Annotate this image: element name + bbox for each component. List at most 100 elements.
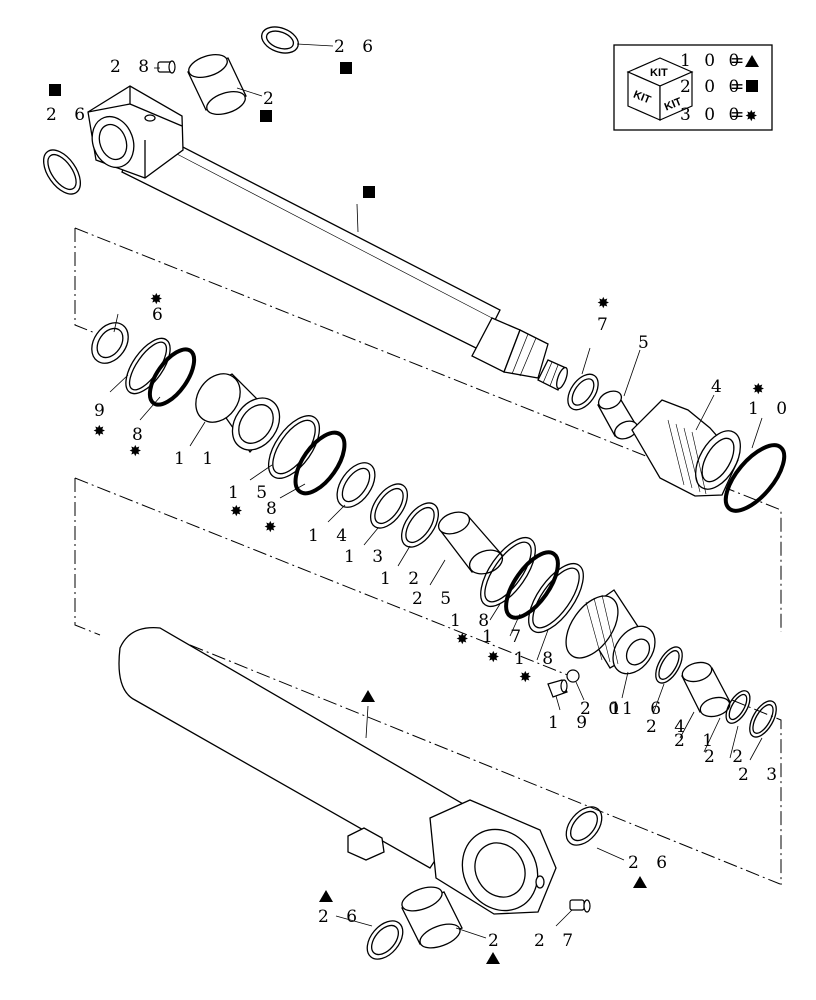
square-marker	[49, 84, 61, 96]
bushing-21	[681, 661, 731, 718]
star-marker: ✸	[150, 290, 163, 308]
kit-cube-icon	[626, 57, 694, 121]
callout-4: 4	[711, 377, 728, 397]
bushing-top	[187, 54, 247, 115]
callout-26-top: 2 6	[334, 37, 379, 57]
seal-ring-bottom-right	[565, 806, 603, 846]
seal-ring-22	[725, 690, 751, 724]
callout-28: 2 8	[110, 57, 155, 77]
callout-25: 2 5	[412, 589, 457, 609]
seal-ring-top	[261, 26, 299, 54]
callout-24: 2 4	[646, 717, 691, 737]
wear-ring-11	[195, 373, 281, 454]
star-markers: ✸ ✸ ✸ ✸ ✸ ✸ ✸ ✸ ✸ ✸	[93, 290, 765, 686]
star-marker: ✸	[93, 422, 106, 440]
callout-10: 1 0	[748, 399, 793, 419]
kit-legend-code-300: 3 0 0	[680, 105, 743, 125]
o-ring-8-left	[147, 347, 197, 407]
triangle-marker	[319, 890, 333, 902]
star-marker: ✸	[129, 442, 142, 460]
star-marker: ✸	[752, 380, 765, 398]
callout-18-a: 1 8	[450, 611, 495, 631]
callout-18-b: 1 8	[514, 649, 559, 669]
o-ring-17	[504, 550, 560, 620]
seal-ring-6	[91, 322, 129, 364]
callout-14: 1 4	[308, 526, 353, 546]
star-marker: ✸	[456, 630, 469, 648]
triangle-marker	[486, 952, 500, 964]
kit-cube-top-text: KIT	[650, 67, 668, 79]
callout-17: 1 7	[482, 627, 527, 647]
callout-26-left: 2 6	[46, 105, 91, 125]
callout-20: 2 0	[580, 699, 625, 719]
square-marker	[260, 110, 272, 122]
seal-ring-bottom-left	[366, 920, 404, 960]
callout-labels: 2 6 2 8 2 2 6 6 9 8 1 1 1 5 8 1 4 1 3 1 …	[46, 37, 793, 951]
square-marker	[363, 186, 375, 198]
piston-rod	[87, 85, 568, 391]
callout-7: 7	[597, 315, 614, 335]
star-marker: ✸	[519, 668, 532, 686]
callout-6: 6	[152, 305, 169, 325]
callout-19: 1 9	[548, 713, 593, 733]
backup-ring-9	[125, 337, 171, 395]
kit-legend-equals: =	[730, 51, 748, 71]
kit-legend-code-100: 1 0 0	[680, 51, 743, 71]
ball-20	[566, 669, 580, 683]
seal-ring-12	[400, 502, 440, 548]
bushing-bottom	[401, 886, 463, 949]
square-marker	[340, 62, 352, 74]
kit-legend-square	[746, 80, 758, 92]
callout-9: 9	[94, 401, 111, 421]
gland-head-4	[631, 399, 741, 497]
bushing-5	[597, 390, 639, 440]
callout-27: 2 7	[534, 931, 579, 951]
callout-22: 2 2	[704, 747, 749, 767]
callout-2-bottom: 2	[488, 931, 505, 951]
callout-23: 2 3	[738, 765, 783, 785]
callout-2-top: 2	[263, 89, 280, 109]
callout-8-mid: 8	[266, 499, 283, 519]
kit-legend: KIT KIT KIT 1 0 0 = 2 0 0 = 3 0 0 = ✸	[613, 44, 773, 131]
seal-ring-14	[336, 462, 376, 508]
leader-lines	[109, 43, 763, 939]
grease-nipple-bottom	[569, 899, 591, 913]
seal-ring-23	[749, 700, 777, 738]
star-marker: ✸	[264, 518, 277, 536]
callout-15: 1 5	[228, 483, 273, 503]
callout-11: 1 1	[174, 449, 219, 469]
callout-16: 1 6	[622, 699, 667, 719]
callout-8-left: 8	[132, 425, 149, 445]
callout-26-right: 2 6	[628, 853, 673, 873]
snap-ring-24	[655, 646, 683, 684]
seal-ring-7	[567, 373, 599, 411]
callout-12: 1 2	[380, 569, 425, 589]
callout-13: 1 3	[344, 547, 389, 567]
kit-markers	[49, 62, 647, 964]
triangle-marker	[361, 690, 375, 702]
kit-legend-code-200: 2 0 0	[680, 77, 743, 97]
o-ring-10	[723, 443, 787, 513]
triangle-marker	[633, 876, 647, 888]
callout-5: 5	[638, 333, 655, 353]
o-ring-8-mid	[293, 430, 347, 496]
kit-legend-equals: =	[730, 105, 748, 125]
callout-26-bottom: 2 6	[318, 907, 363, 927]
seal-ring-18-a	[480, 536, 536, 608]
callout-21: 2 1	[674, 731, 719, 751]
cylinder-tube	[118, 627, 557, 915]
kit-legend-star: ✸	[745, 107, 758, 125]
seal-ring-18-b	[528, 562, 584, 634]
set-screw-19	[547, 679, 568, 698]
seal-ring-left	[42, 149, 82, 195]
kit-legend-equals: =	[730, 77, 748, 97]
kit-legend-triangle	[745, 55, 759, 67]
callout-1: 1	[610, 699, 627, 719]
phantom-lines	[74, 227, 782, 885]
star-marker: ✸	[487, 648, 500, 666]
bushing-25	[437, 511, 504, 575]
star-marker: ✸	[597, 294, 610, 312]
star-marker: ✸	[230, 502, 243, 520]
piston-nut-16	[565, 589, 656, 675]
